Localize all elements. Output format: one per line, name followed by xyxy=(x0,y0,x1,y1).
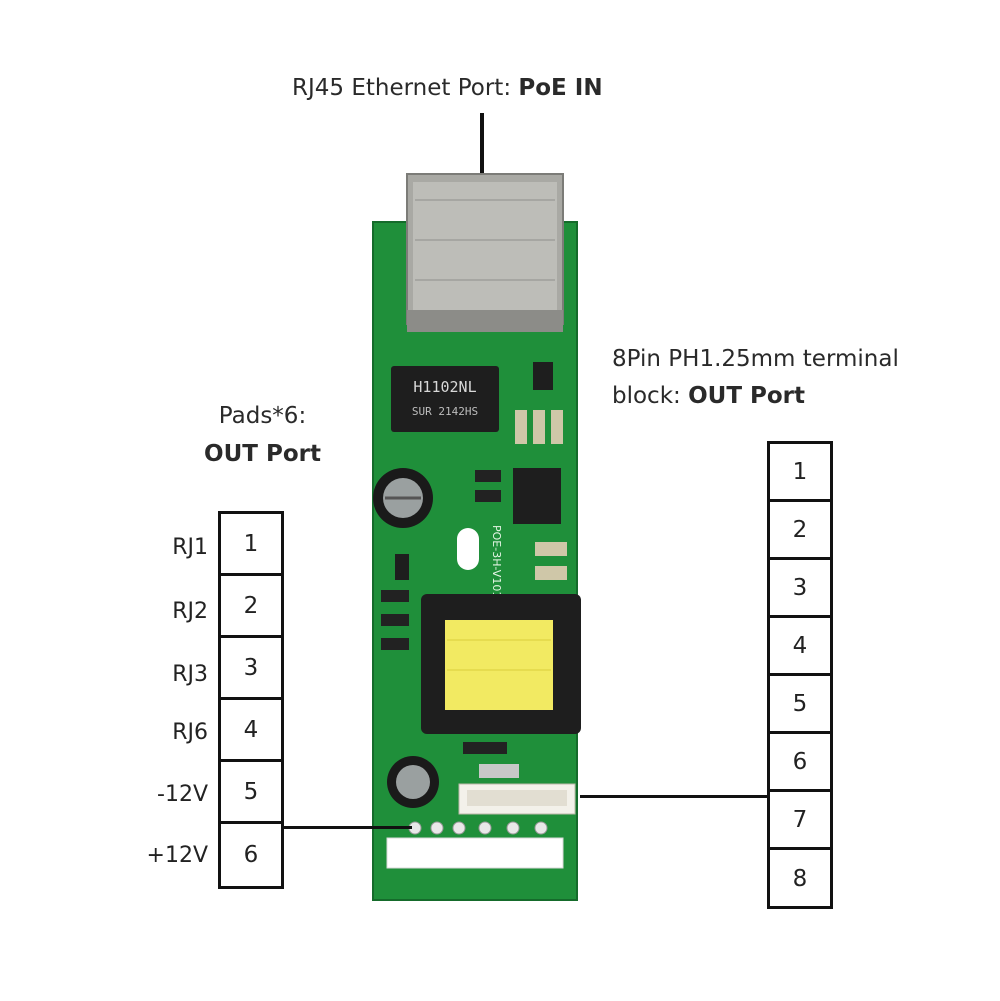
capacitor-c11 xyxy=(515,410,527,444)
pads-callout: Pads*6: OUT Port xyxy=(200,398,325,474)
terminal-block-callout: 8Pin PH1.25mm terminal block: OUT Port xyxy=(612,343,899,417)
capacitor-c9 xyxy=(479,764,519,778)
resistor-r9 xyxy=(551,410,563,444)
terminal-out-port-label: OUT Port xyxy=(688,383,806,409)
flyback-transformer-icon xyxy=(421,594,581,734)
resistor-r1 xyxy=(475,470,501,482)
resistor-left-3 xyxy=(381,638,409,650)
pad-pin-2: 2 xyxy=(221,576,281,638)
terminal-pin-6: 6 xyxy=(770,734,830,792)
pads-callout-line1: Pads*6: xyxy=(218,403,307,429)
resistor-r2 xyxy=(475,490,501,502)
terminal-pin-1: 1 xyxy=(770,444,830,502)
left-label-rj3: RJ3 xyxy=(172,662,208,687)
terminal-pin-table: 1 2 3 4 5 6 7 8 xyxy=(767,441,833,909)
diode-icon xyxy=(395,554,409,580)
pad-pin-5: 5 xyxy=(221,762,281,824)
left-label-rj6: RJ6 xyxy=(172,720,208,745)
electrolytic-capacitor-icon xyxy=(373,468,433,528)
left-label-minus12v: -12V xyxy=(157,782,208,807)
left-label-rj2: RJ2 xyxy=(172,599,208,624)
ethernet-transformer-chip-icon: H1102NL SUR 2142HS xyxy=(391,366,499,432)
terminal-callout-prefix: block: xyxy=(612,383,689,409)
terminal-pin-3: 3 xyxy=(770,560,830,618)
smd-c10 xyxy=(535,542,567,556)
crystal-icon xyxy=(533,362,553,390)
rj45-leader-line xyxy=(480,113,484,178)
edge-white-slot xyxy=(386,837,564,869)
chip-text: H1102NL xyxy=(413,378,476,396)
ph125-connector-icon xyxy=(458,783,576,815)
terminal-pin-5: 5 xyxy=(770,676,830,734)
pad-pin-4: 4 xyxy=(221,700,281,762)
terminal-callout-line1: 8Pin PH1.25mm terminal xyxy=(612,346,899,372)
terminal-leader-line xyxy=(580,795,767,798)
smd-r12 xyxy=(535,566,567,580)
rj45-jack-icon xyxy=(406,173,564,332)
solder-pads-icon xyxy=(408,821,548,835)
terminal-pin-7: 7 xyxy=(770,792,830,850)
terminal-pin-2: 2 xyxy=(770,502,830,560)
pad-pin-3: 3 xyxy=(221,638,281,700)
terminal-callout-line2: block: OUT Port xyxy=(612,380,899,417)
poe-module-board: H1102NL SUR 2142HS POE-3H-V101 xyxy=(372,173,581,901)
poe-in-label: PoE IN xyxy=(518,75,603,101)
terminal-pin-4: 4 xyxy=(770,618,830,676)
output-capacitor-icon xyxy=(387,756,439,808)
rj45-callout-text: RJ45 Ethernet Port: xyxy=(292,75,519,101)
pad-pin-1: 1 xyxy=(221,514,281,576)
pads-pin-table: 1 2 3 4 5 6 xyxy=(218,511,284,889)
mounting-slot xyxy=(457,528,479,570)
pad-pin-6: 6 xyxy=(243,842,259,868)
chip-subtext: SUR 2142HS xyxy=(412,405,478,418)
silkscreen-model: POE-3H-V101 xyxy=(490,525,503,598)
rj45-port-callout: RJ45 Ethernet Port: PoE IN xyxy=(292,73,603,103)
left-label-rj1: RJ1 xyxy=(172,535,208,560)
pads-leader-line xyxy=(284,826,412,829)
pads-out-port-label: OUT Port xyxy=(204,441,321,467)
capacitor-c1 xyxy=(533,410,545,444)
terminal-pin-8: 8 xyxy=(792,866,808,892)
resistor-2001 xyxy=(463,742,507,754)
resistor-left-1 xyxy=(381,590,409,602)
left-label-plus12v: +12V xyxy=(146,843,208,868)
controller-chip-icon xyxy=(513,468,561,524)
resistor-left-2 xyxy=(381,614,409,626)
